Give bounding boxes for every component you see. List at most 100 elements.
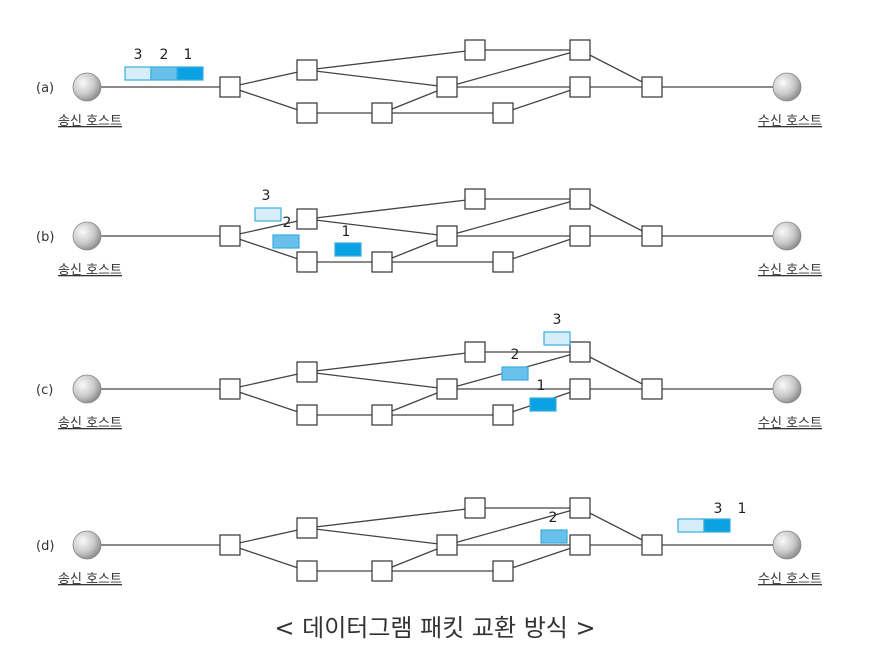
- panel-label: (a): [36, 81, 54, 96]
- router-node: [464, 39, 486, 61]
- link: [229, 86, 308, 114]
- router-node: [371, 102, 393, 124]
- router-node: [296, 208, 318, 230]
- packet-number: 1: [537, 378, 546, 394]
- link: [306, 527, 448, 546]
- router-node: [492, 404, 514, 426]
- sender-host-label: 송신 호스트: [58, 416, 122, 431]
- diagram-caption: < 데이터그램 패킷 교환 방식 >: [274, 614, 595, 642]
- link: [381, 388, 448, 416]
- sender-host-label: 송신 호스트: [58, 572, 122, 587]
- router-node: [569, 39, 591, 61]
- receiver-host-label: 수신 호스트: [758, 114, 822, 129]
- link: [229, 69, 308, 88]
- link: [579, 49, 653, 88]
- receiver-host-icon: [772, 530, 802, 560]
- packet-number: 2: [160, 47, 169, 63]
- packet-3: [124, 66, 152, 81]
- link: [579, 351, 653, 390]
- router-node: [296, 517, 318, 539]
- router-node: [296, 102, 318, 124]
- router-node: [569, 534, 591, 556]
- packet-number: 3: [714, 501, 723, 517]
- panel-label: (d): [36, 539, 54, 554]
- router-node: [492, 102, 514, 124]
- receiver-host-label: 수신 호스트: [758, 572, 822, 587]
- packet-3: [254, 207, 282, 222]
- router-node: [464, 188, 486, 210]
- link: [381, 544, 448, 572]
- router-node: [464, 497, 486, 519]
- router-node: [436, 378, 458, 400]
- packet-1: [529, 397, 557, 412]
- packet-number: 2: [549, 510, 558, 526]
- link: [381, 235, 448, 263]
- router-node: [436, 534, 458, 556]
- router-node: [641, 76, 663, 98]
- router-node: [569, 341, 591, 363]
- sender-host-icon: [72, 72, 102, 102]
- link: [306, 507, 476, 529]
- packet-2: [501, 366, 529, 381]
- link: [306, 351, 476, 373]
- packet-number: 1: [738, 501, 747, 517]
- link: [229, 235, 308, 263]
- router-node: [219, 76, 241, 98]
- router-node: [492, 251, 514, 273]
- link: [229, 218, 308, 237]
- link: [502, 235, 581, 263]
- router-node: [641, 378, 663, 400]
- link: [306, 198, 476, 220]
- packet-number: 2: [283, 215, 292, 231]
- link: [306, 69, 448, 88]
- packet-2: [540, 529, 568, 544]
- packet-3: [677, 518, 705, 533]
- panel-label: (c): [36, 383, 53, 398]
- router-node: [219, 534, 241, 556]
- router-node: [436, 225, 458, 247]
- packet-number: 3: [553, 312, 562, 328]
- router-node: [296, 404, 318, 426]
- packet-1: [703, 518, 731, 533]
- sender-host-icon: [72, 530, 102, 560]
- receiver-host-icon: [772, 72, 802, 102]
- router-node: [569, 497, 591, 519]
- packet-1: [334, 242, 362, 257]
- link: [446, 49, 581, 88]
- sender-host-label: 송신 호스트: [58, 263, 122, 278]
- packet-number: 3: [134, 47, 143, 63]
- sender-host-label: 송신 호스트: [58, 114, 122, 129]
- link: [229, 527, 308, 546]
- packet-3: [543, 331, 571, 346]
- link: [306, 371, 448, 390]
- router-node: [371, 251, 393, 273]
- link: [446, 507, 581, 546]
- receiver-host-label: 수신 호스트: [758, 263, 822, 278]
- link: [579, 507, 653, 546]
- packet-number: 2: [511, 347, 520, 363]
- router-node: [569, 188, 591, 210]
- router-node: [296, 251, 318, 273]
- router-node: [371, 560, 393, 582]
- packet-number: 3: [262, 188, 271, 204]
- router-node: [569, 225, 591, 247]
- router-node: [219, 378, 241, 400]
- router-node: [296, 560, 318, 582]
- sender-host-icon: [72, 221, 102, 251]
- router-node: [492, 560, 514, 582]
- packet-2: [150, 66, 178, 81]
- router-node: [641, 534, 663, 556]
- router-node: [569, 76, 591, 98]
- router-node: [641, 225, 663, 247]
- router-node: [219, 225, 241, 247]
- link: [306, 218, 448, 237]
- link: [229, 371, 308, 390]
- link: [446, 198, 581, 237]
- receiver-host-icon: [772, 221, 802, 251]
- packet-2: [272, 234, 300, 249]
